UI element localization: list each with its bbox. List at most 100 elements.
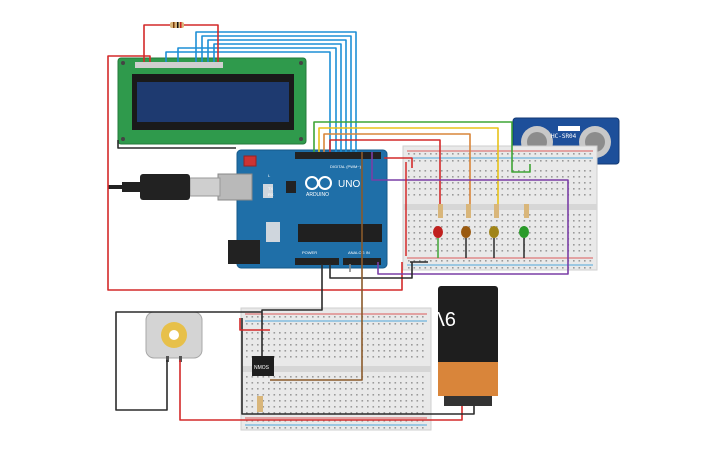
battery-icon[interactable]: 9V <box>431 286 498 406</box>
breadboard-hole <box>400 356 402 358</box>
breadboard-hole <box>306 356 309 358</box>
breadboard-hole <box>284 412 287 414</box>
breadboard-hole <box>435 182 438 184</box>
breadboard-hole <box>507 267 509 269</box>
breadboard-hole <box>273 406 276 408</box>
breadboard-hole <box>367 332 369 334</box>
breadboard-hole <box>273 356 276 358</box>
breadboard-hole <box>529 220 531 222</box>
breadboard-hole <box>512 194 515 196</box>
breadboard-hole <box>556 250 559 252</box>
breadboard-hole <box>323 323 325 325</box>
breadboard-hole <box>378 338 380 340</box>
breadboard-hole <box>356 323 358 325</box>
breadboard-hole <box>457 170 460 172</box>
breadboard-hole <box>251 350 254 352</box>
breadboard-hole <box>562 250 564 252</box>
breadboard-hole <box>408 160 410 162</box>
breadboard-hole <box>545 220 548 222</box>
breadboard-hole <box>584 267 586 269</box>
breadboard-hole <box>551 250 553 252</box>
breadboard-hole <box>529 176 531 178</box>
breadboard-hole <box>507 188 509 190</box>
wire-black-battery <box>241 318 475 415</box>
breadboard-hole <box>334 394 336 396</box>
breadboard-hole <box>367 382 369 384</box>
breadboard-hole <box>518 220 520 222</box>
breadboard-hole <box>573 176 575 178</box>
breadboard-hole <box>422 350 424 352</box>
breadboard-hole <box>507 244 509 246</box>
breadboard-hole <box>284 316 287 318</box>
breadboard-hole <box>328 350 331 352</box>
wire-purple <box>371 152 569 275</box>
led-red[interactable] <box>433 204 443 258</box>
breadboard-hole <box>435 267 438 269</box>
breadboard-hole <box>416 356 419 358</box>
arduino-uno-board[interactable]: ARDUINO UNO DIGITAL (PWM~) POWER ANALOG … <box>217 149 388 269</box>
breadboard-hole <box>301 338 303 340</box>
breadboard-hole <box>529 260 531 262</box>
breadboard-hole <box>323 338 325 340</box>
breadboard-hole <box>540 220 542 222</box>
breadboard-hole <box>589 182 592 184</box>
breadboard-hole <box>463 188 465 190</box>
breadboard-hole <box>496 160 498 162</box>
breadboard-hole <box>328 427 331 429</box>
lcd-display-icon[interactable] <box>117 57 307 145</box>
breadboard-hole <box>372 388 375 390</box>
wire-black-motor <box>115 311 262 411</box>
breadboard-hole <box>361 382 364 384</box>
breadboard-hole <box>584 160 586 162</box>
breadboard-hole <box>295 376 298 378</box>
breadboard-hole <box>501 194 504 196</box>
breadboard-hole <box>328 332 331 334</box>
breadboard-hole <box>273 382 276 384</box>
breadboard-hole <box>262 388 265 390</box>
breadboard-hole <box>540 267 542 269</box>
breadboard-hole <box>485 220 487 222</box>
breadboard-hole <box>383 350 386 352</box>
led-yellow[interactable] <box>489 204 499 258</box>
breadboard-hole <box>523 176 526 178</box>
nmos-transistor[interactable]: NMOS <box>252 356 274 376</box>
usb-plug-icon[interactable] <box>108 174 221 200</box>
breadboard-hole <box>367 376 369 378</box>
breadboard-bottom[interactable] <box>240 307 432 431</box>
breadboard-hole <box>383 356 386 358</box>
breadboard-hole <box>523 194 526 196</box>
breadboard-hole <box>468 238 471 240</box>
breadboard-hole <box>306 394 309 396</box>
breadboard-hole <box>350 356 353 358</box>
breadboard-hole <box>284 376 287 378</box>
breadboard-hole <box>284 400 287 402</box>
dc-motor-icon[interactable] <box>145 311 203 362</box>
breadboard-hole <box>383 332 386 334</box>
gate-resistor[interactable] <box>257 396 263 412</box>
breadboard-hole <box>400 350 402 352</box>
breadboard-hole <box>334 382 336 384</box>
breadboard-hole <box>496 188 498 190</box>
breadboard-hole <box>323 406 325 408</box>
breadboard-hole <box>378 350 380 352</box>
breadboard-hole <box>334 406 336 408</box>
breadboard-hole <box>334 338 336 340</box>
breadboard-hole <box>389 332 391 334</box>
breadboard-hole <box>334 323 336 325</box>
breadboard-hole <box>394 350 397 352</box>
breadboard-hole <box>452 176 454 178</box>
breadboard-hole <box>518 250 520 252</box>
breadboard-hole <box>556 188 559 190</box>
wire-blue-1 <box>195 31 357 152</box>
lcd-resistor[interactable] <box>170 22 184 28</box>
breadboard-hole <box>339 406 342 408</box>
breadboard-hole <box>394 382 397 384</box>
breadboard-hole <box>295 412 298 414</box>
breadboard-hole <box>284 350 287 352</box>
breadboard-hole <box>584 182 586 184</box>
breadboard-hole <box>441 153 443 155</box>
breadboard-hole <box>295 400 298 402</box>
led-green[interactable] <box>519 204 529 258</box>
led-orange[interactable] <box>461 204 471 258</box>
wire-blue-2 <box>201 35 352 152</box>
